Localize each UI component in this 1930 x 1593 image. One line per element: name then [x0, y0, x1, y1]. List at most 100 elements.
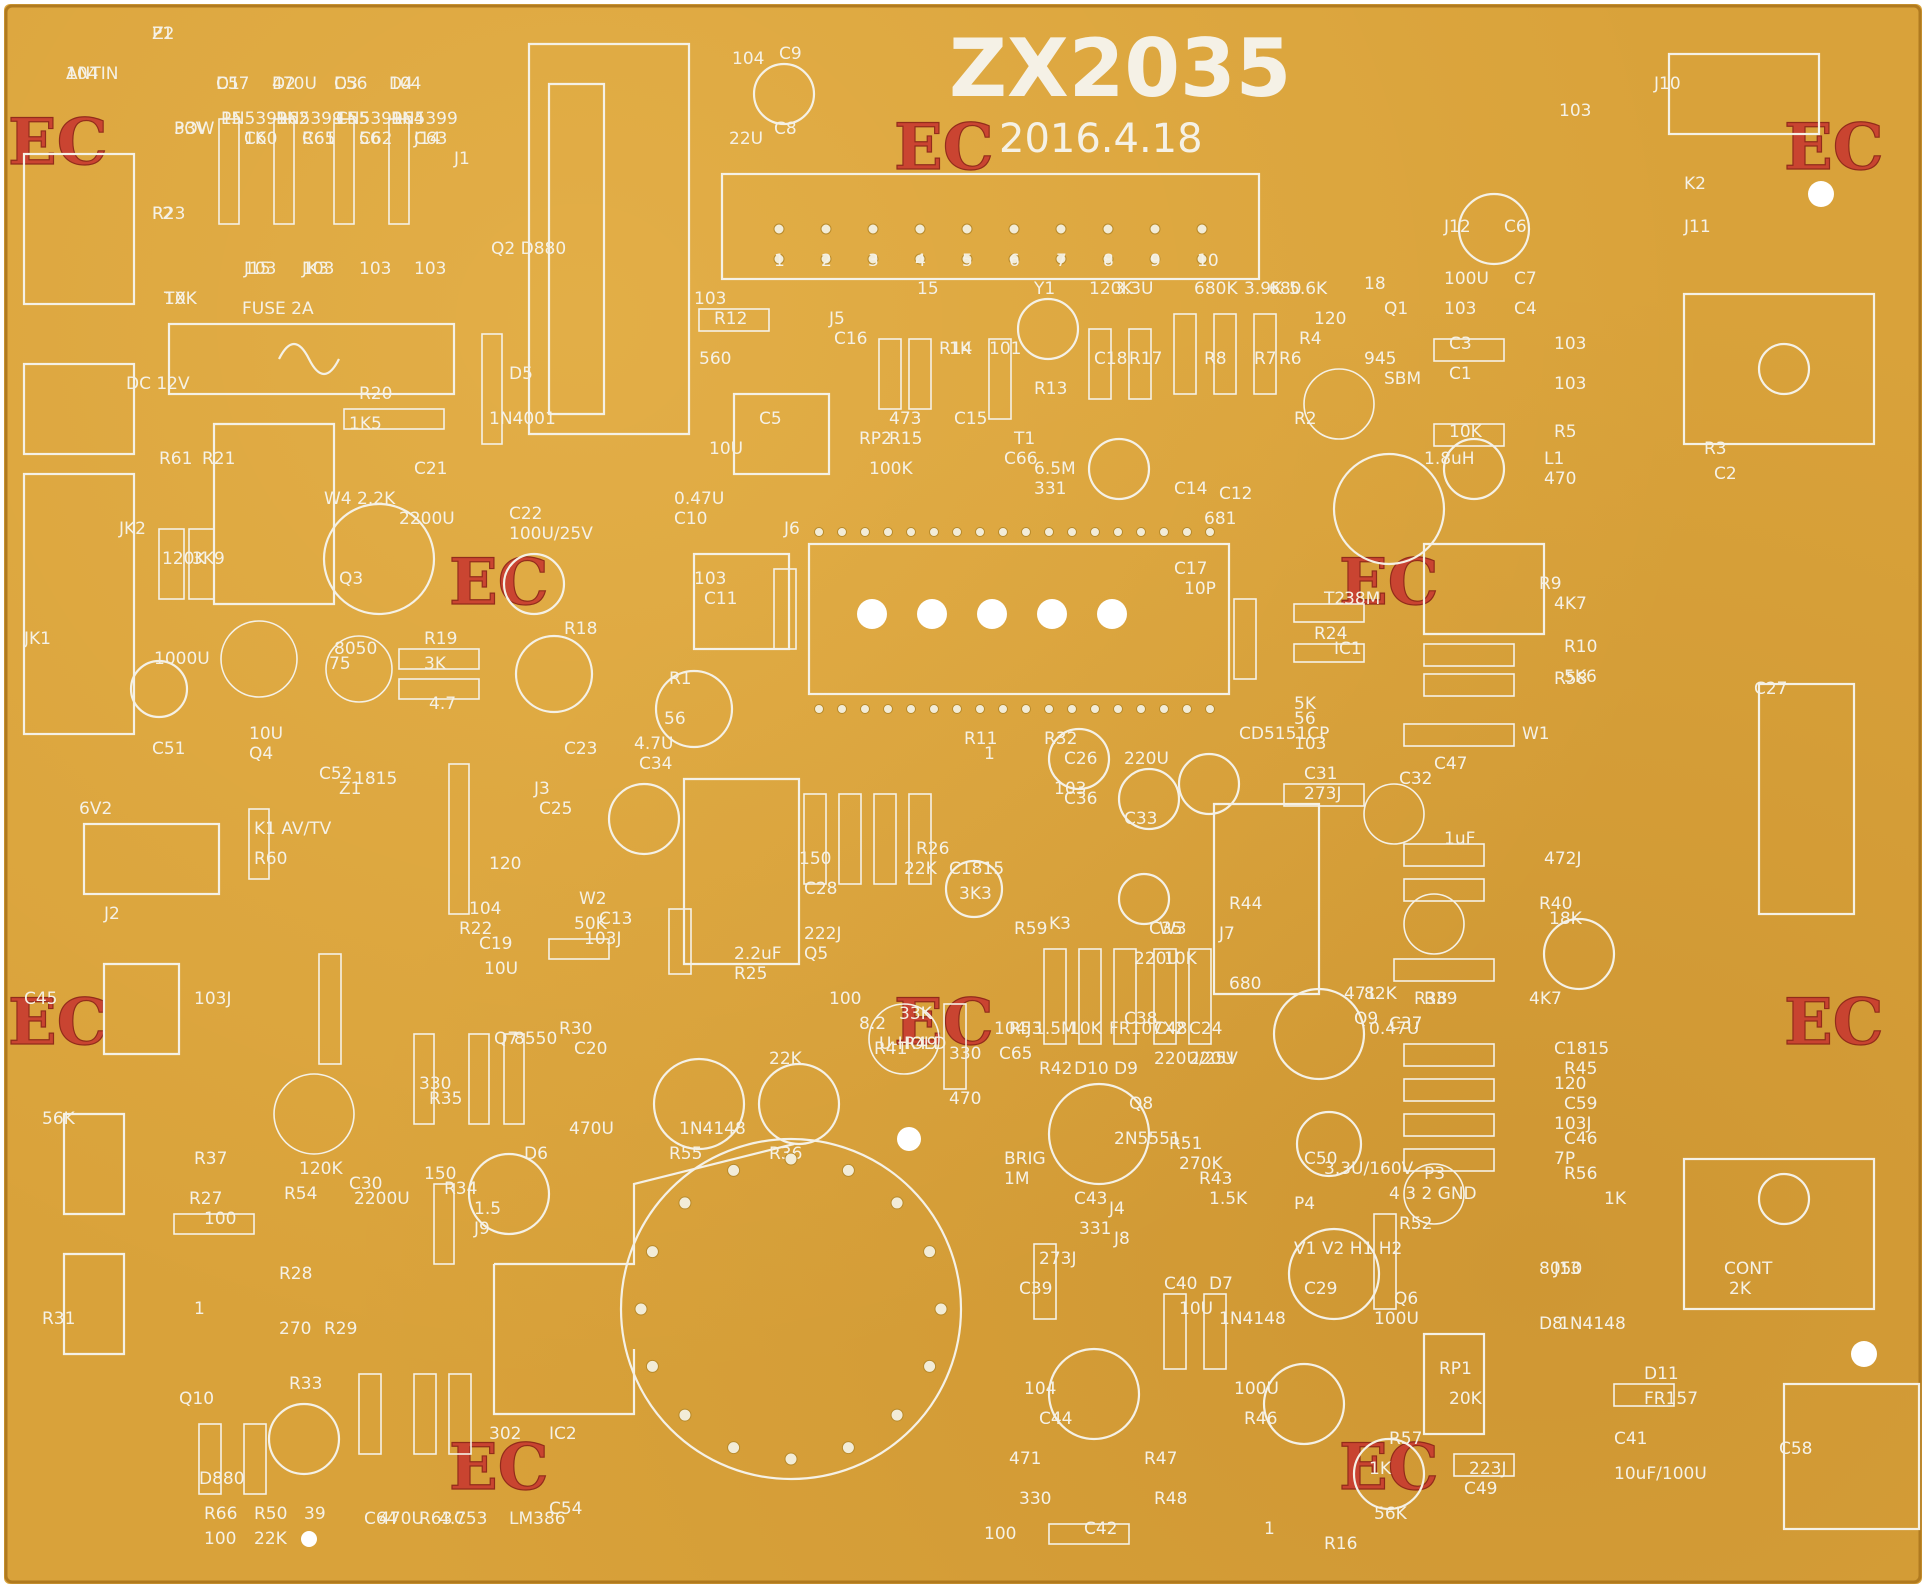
silkscreen-label: C44 — [1039, 1409, 1073, 1429]
silkscreen-label: P1 — [152, 24, 173, 44]
silkscreen-label: 1M — [1004, 1169, 1029, 1189]
solder-pad — [961, 223, 973, 235]
silkscreen-label: 56 — [1294, 709, 1316, 729]
silkscreen-label: 470U — [272, 74, 317, 94]
silkscreen-label: 2K — [1729, 1279, 1752, 1299]
silkscreen-label: 22U — [729, 129, 763, 149]
silkscreen-label: 680 — [1229, 974, 1261, 994]
silkscreen-label: R59 — [1014, 919, 1047, 939]
silkscreen-label: C29 — [1304, 1279, 1338, 1299]
silkscreen-label: T1 — [1013, 429, 1035, 449]
silkscreen-label: C46 — [1564, 1129, 1598, 1149]
silkscreen-label: C63 — [414, 129, 448, 149]
ring-pad — [934, 1302, 948, 1316]
silkscreen-label: R34 — [444, 1179, 477, 1199]
silkscreen-label: FR107X2 — [1109, 1019, 1186, 1039]
silkscreen-label: R8 — [1204, 349, 1227, 369]
silkscreen-label: R14 — [939, 339, 972, 359]
silkscreen-label: R28 — [279, 1264, 312, 1284]
header-pin-number: 8 — [1103, 251, 1114, 271]
solder-pad — [914, 223, 926, 235]
silkscreen-label: W2 — [579, 889, 607, 909]
header-pin-number: 4 — [915, 251, 926, 271]
silkscreen-label: 222J — [804, 924, 841, 944]
header-pin-number: 10 — [1197, 251, 1219, 271]
silkscreen-label: ANTIN — [66, 64, 118, 84]
silkscreen-label: K3 — [1049, 914, 1071, 934]
silkscreen-label: K2 — [1684, 174, 1706, 194]
silkscreen-label: 8050 — [334, 639, 377, 659]
silkscreen-label: 103 — [1554, 374, 1586, 394]
ec-stamp: EC — [1784, 110, 1884, 185]
silkscreen-label: 0.47U — [674, 489, 724, 509]
silkscreen-label: R41 — [874, 1039, 907, 1059]
silkscreen-label: R21 — [202, 449, 235, 469]
silkscreen-label: C3 — [1449, 334, 1472, 354]
silkscreen-label: DC 12V — [126, 374, 190, 394]
silkscreen-label: J11 — [1683, 217, 1711, 237]
silkscreen-label: 103 — [1559, 101, 1591, 121]
silkscreen-label: C58 — [1779, 1439, 1813, 1459]
silkscreen-label: C65 — [999, 1044, 1033, 1064]
ring-pad — [923, 1245, 937, 1259]
silkscreen-label: C61 — [302, 129, 336, 149]
silkscreen-label: 104J — [994, 1019, 1031, 1039]
silkscreen-label: 22K — [769, 1049, 803, 1069]
header-pin-number: 7 — [1056, 251, 1067, 271]
ic-pin-pad — [1136, 527, 1146, 537]
silkscreen-label: C10 — [674, 509, 708, 529]
silkscreen-label: 103 — [244, 259, 276, 279]
ic-pin-pad — [1182, 704, 1192, 714]
silkscreen-label: Q9 — [1354, 1009, 1378, 1029]
silkscreen-label: C40 — [1164, 1274, 1198, 1294]
solder-pad — [820, 253, 832, 265]
silkscreen-label: R20 — [359, 384, 392, 404]
silkscreen-label: 100U — [1234, 1379, 1279, 1399]
silkscreen-label: J1 — [453, 149, 470, 169]
silkscreen-label: 5.6K — [1289, 279, 1328, 299]
silkscreen-label: 1K — [244, 129, 267, 149]
silkscreen-label: 1N5399 — [276, 109, 343, 129]
header-pin-number: 5 — [962, 251, 973, 271]
ic-pin-pad — [1044, 704, 1054, 714]
silkscreen-label: 6V2 — [79, 799, 112, 819]
ic-pin-pad — [1182, 527, 1192, 537]
silkscreen-label: 10K — [1069, 1019, 1103, 1039]
ec-stamp: EC — [449, 1430, 549, 1505]
silkscreen-label: R58 — [1554, 669, 1587, 689]
ic-pin-pad — [883, 527, 893, 537]
silkscreen-label: C13 — [599, 909, 633, 929]
silkscreen-label: 330 — [419, 1074, 451, 1094]
silkscreen-label: 103 — [414, 259, 446, 279]
silkscreen-label: V1 V2 H1 H2 — [1294, 1239, 1402, 1259]
silkscreen-label: C62 — [359, 129, 393, 149]
silkscreen-label: R66 — [204, 1504, 237, 1524]
silkscreen-label: 103 — [694, 289, 726, 309]
silkscreen-label: C45 — [24, 989, 58, 1009]
header-pin-number: 6 — [1009, 251, 1020, 271]
silkscreen-label: C41 — [1614, 1429, 1648, 1449]
silkscreen-label: 472J — [1544, 849, 1581, 869]
silkscreen-label: 100K — [869, 459, 913, 479]
ic-pin-pad — [883, 704, 893, 714]
silkscreen-label: 4K7 — [1529, 989, 1562, 1009]
silkscreen-label: 4.7 — [439, 1509, 466, 1529]
silkscreen-label: J9 — [473, 1219, 490, 1239]
silkscreen-label: 100 — [829, 989, 861, 1009]
silkscreen-label: 331 — [1079, 1219, 1111, 1239]
silkscreen-label: 273J — [1039, 1249, 1076, 1269]
silkscreen-label: R7 — [1254, 349, 1277, 369]
ic-pin-pad — [1136, 704, 1146, 714]
silkscreen-label: BRIG — [1004, 1149, 1046, 1169]
silkscreen-label: C1815 — [1554, 1039, 1609, 1059]
solder-pad — [773, 253, 785, 265]
silkscreen-label: R12 — [714, 309, 747, 329]
silkscreen-label: 104 — [66, 64, 98, 84]
ec-stamp: EC — [8, 985, 108, 1060]
silkscreen-label: C33 — [1124, 809, 1158, 829]
silkscreen-label: 2200U — [354, 1189, 410, 1209]
silkscreen-label: J7 — [1218, 924, 1235, 944]
silkscreen-label: R24 — [1314, 624, 1347, 644]
silkscreen-label: 103 — [1294, 734, 1326, 754]
silkscreen-label: R30 — [559, 1019, 592, 1039]
